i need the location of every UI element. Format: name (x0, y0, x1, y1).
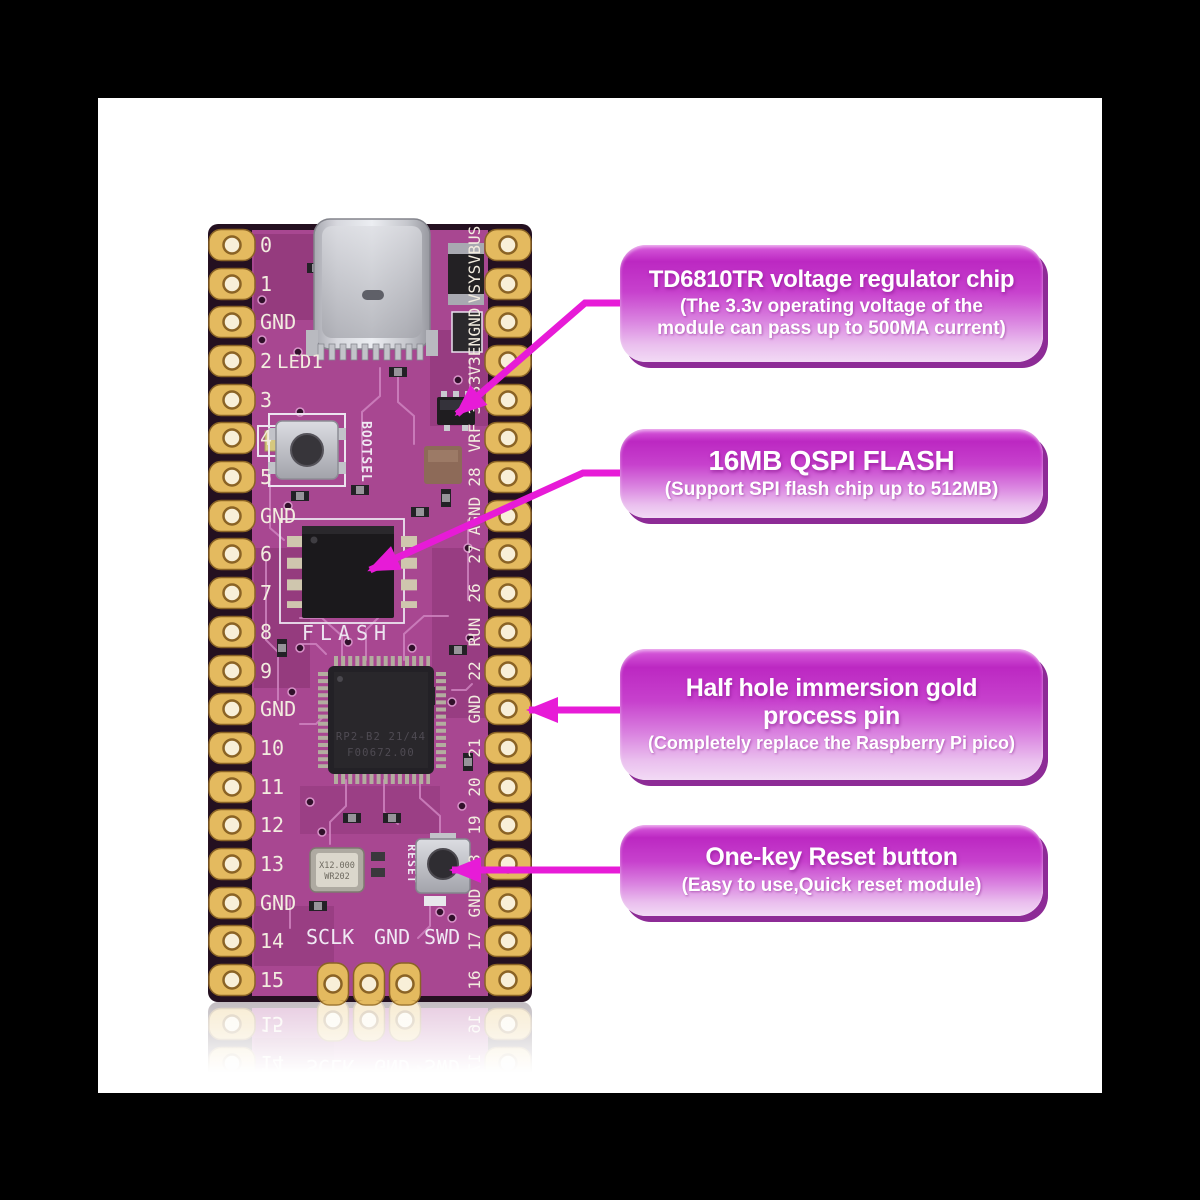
pin-label: GND (465, 308, 484, 337)
bootsel-button: BOOTSEL (268, 413, 373, 487)
pin-label: GND (260, 504, 296, 528)
gnd-label: GND (374, 925, 410, 949)
flash-label: FLASH (302, 621, 392, 645)
callout-reset-button: One-key Reset button (Easy to use,Quick … (620, 825, 1043, 916)
pin-label: GND (465, 889, 484, 918)
callout-arrows (367, 299, 620, 883)
pin-label: 8 (260, 620, 272, 644)
pin-label: 22 (465, 661, 484, 680)
left-pin-labels: 0 1 GND 2 3 4 5 GND 6 7 8 9 GND 10 11 12… (260, 233, 323, 992)
swd-label: SWD (424, 925, 460, 949)
pcb-board: BOOTSEL FLASH RP2-B2 21 (207, 218, 533, 1007)
pin-label: 14 (260, 929, 284, 953)
pin-label: 3 (260, 388, 272, 412)
subtitle-line: (The 3.3v operating voltage of the (679, 296, 983, 318)
pin-label: VBUS (465, 226, 484, 265)
callout-qspi-flash: 16MB QSPI FLASH (Support SPI flash chip … (620, 429, 1043, 518)
title-line: process pin (762, 701, 900, 730)
crystal-oscillator: X12.000 WR202 (309, 847, 385, 893)
pin-label: VSYS (465, 265, 484, 304)
pin-label: 26 (465, 583, 484, 602)
pin-label: 7 (260, 581, 272, 605)
subtitle-line: module can pass up to 500MA current) (657, 318, 1006, 340)
pin-label: 17 (465, 931, 484, 950)
pin-label: 2 (260, 349, 272, 373)
pin-label: 15 (260, 968, 284, 992)
pin-label: 3V3EN (465, 337, 484, 385)
pin-label: 6 (260, 542, 272, 566)
callout-subtitle: (Easy to use,Quick reset module) (682, 875, 982, 897)
debug-pad-labels: SCLK GND SWD (306, 925, 460, 949)
pin-label: GND (260, 697, 296, 721)
pin-label: 9 (260, 659, 272, 683)
mcu-chip: RP2-B2 21/44 F00672.00 (318, 656, 446, 784)
pin-label: RUN (465, 618, 484, 647)
pin-label: VRF (465, 424, 484, 453)
sclk-label: SCLK (306, 925, 354, 949)
pin-label: 13 (260, 852, 284, 876)
pin-label: 12 (260, 813, 284, 837)
callout-subtitle: (Support SPI flash chip up to 512MB) (665, 479, 999, 501)
title-line: One-key Reset button (705, 843, 958, 872)
title-line: Half hole immersion gold (685, 674, 978, 703)
callout-title: Half hole immersion gold process pin (685, 674, 978, 730)
title-line: 16MB QSPI FLASH (708, 444, 955, 476)
pin-label: 10 (260, 736, 284, 760)
board-reflection (208, 999, 532, 1200)
arrow-voltage-regulator (454, 299, 620, 417)
pin-label: 0 (260, 233, 272, 257)
crystal-marking-line2: WR202 (324, 872, 350, 882)
bootsel-label: BOOTSEL (358, 421, 373, 483)
callout-half-hole-pins: Half hole immersion gold process pin (Co… (620, 649, 1043, 780)
callout-title: 16MB QSPI FLASH (708, 444, 955, 477)
pin-label: 5 (260, 465, 272, 489)
pin-label: 20 (465, 777, 484, 796)
pin-label: 28 (465, 467, 484, 486)
pin-label: 4 (260, 426, 272, 450)
led-label: LED1 (277, 351, 323, 373)
smd-diode (448, 243, 484, 353)
mcu-marking-line2: F00672.00 (347, 747, 415, 759)
smd-ic (424, 446, 462, 484)
callout-voltage-regulator: TD6810TR voltage regulator chip (The 3.3… (620, 245, 1043, 362)
subtitle-line: (Easy to use,Quick reset module) (681, 874, 982, 896)
callout-subtitle: (The 3.3v operating voltage of the modul… (657, 296, 1006, 340)
usb-c-connector (306, 218, 438, 361)
pin-label: GND (260, 310, 296, 334)
subtitle-line: (Support SPI flash chip up to 512MB) (664, 479, 999, 501)
mcu-marking-line1: RP2-B2 21/44 (336, 731, 426, 743)
pin-label: GND (260, 891, 296, 915)
callout-subtitle: (Completely replace the Raspberry Pi pic… (648, 733, 1015, 754)
pin-label: 11 (260, 775, 284, 799)
crystal-marking-line1: X12.000 (319, 861, 355, 871)
arrow-flash (367, 469, 620, 574)
pin-label: 27 (465, 544, 484, 563)
callout-title: One-key Reset button (705, 843, 958, 872)
pcb-traces (265, 359, 473, 939)
callout-title: TD6810TR voltage regulator chip (648, 265, 1015, 293)
pin-label: 1 (260, 272, 272, 296)
pin-label: GND (465, 695, 484, 724)
pin-label: 16 (465, 970, 484, 989)
subtitle-line: (Completely replace the Raspberry Pi pic… (647, 733, 1016, 754)
pin-label: 21 (465, 738, 484, 757)
title-line: TD6810TR voltage regulator chip (648, 265, 1015, 293)
pin-label: 19 (465, 815, 484, 834)
